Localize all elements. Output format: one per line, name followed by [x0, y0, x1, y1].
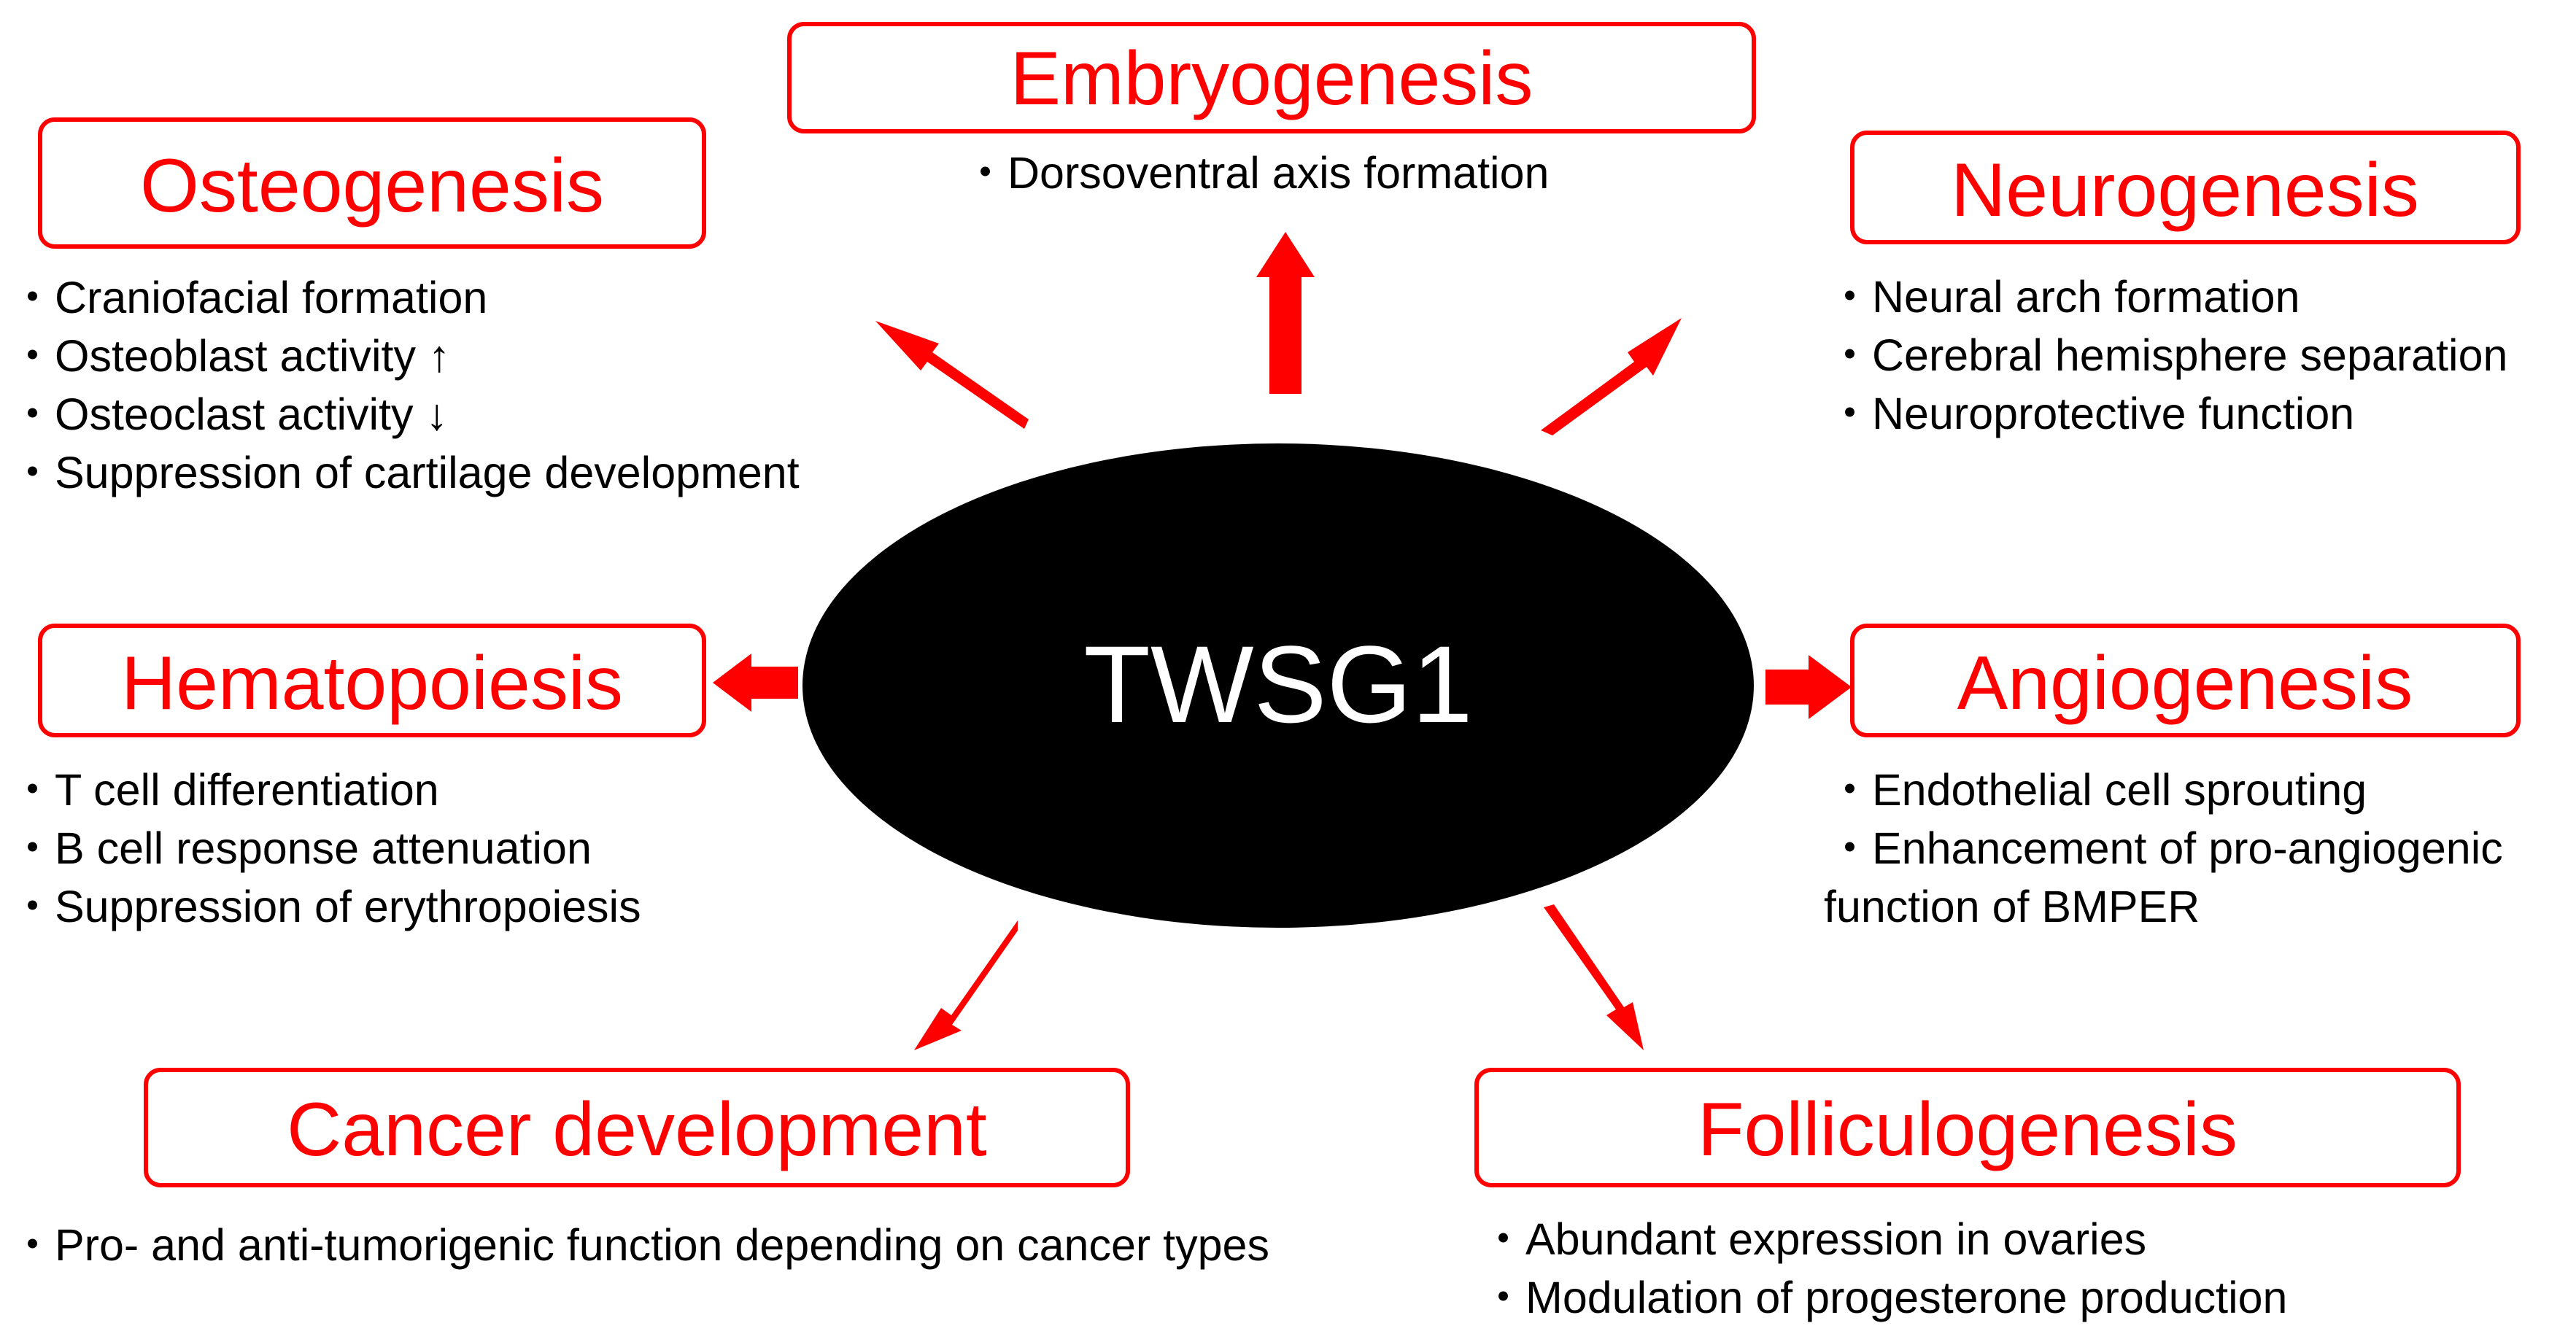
arrow-to-neurogenesis: [1541, 318, 1682, 435]
arrow-to-cancer: [914, 920, 1018, 1050]
box-folliculogenesis: Folliculogenesis ・Abundant expression in…: [1474, 1068, 2461, 1322]
angiogenesis-title: Angiogenesis: [1957, 641, 2413, 726]
osteogenesis-item: ・Craniofacial formation: [10, 273, 487, 322]
embryogenesis-item: ・Dorsoventral axis formation: [963, 148, 1549, 198]
arrow-to-angiogenesis: [1765, 655, 1852, 719]
hematopoiesis-item: ・B cell response attenuation: [10, 823, 592, 873]
arrow-to-folliculogenesis: [1544, 904, 1644, 1050]
hematopoiesis-title: Hematopoiesis: [121, 641, 623, 726]
folliculogenesis-item: ・Abundant expression in ovaries: [1481, 1214, 2146, 1264]
neurogenesis-item: ・Neural arch formation: [1827, 272, 2300, 322]
angiogenesis-frame: [1850, 624, 2521, 737]
osteogenesis-item: ・Suppression of cartilage development: [10, 448, 800, 497]
arrow-to-hematopoiesis: [713, 653, 798, 712]
center-label: TWSG1: [1083, 623, 1472, 745]
center-node: TWSG1: [802, 443, 1754, 928]
angiogenesis-item: ・Endothelial cell sprouting: [1827, 765, 2367, 815]
embryogenesis-title: Embryogenesis: [1010, 36, 1533, 121]
box-osteogenesis: Osteogenesis ・Craniofacial formation ・Os…: [10, 117, 800, 497]
box-embryogenesis: Embryogenesis ・Dorsoventral axis formati…: [787, 22, 1756, 198]
box-cancer-development: Cancer development ・Pro- and anti-tumori…: [10, 1068, 1269, 1270]
center-ellipse: [802, 443, 1754, 928]
folliculogenesis-item: ・Modulation of progesterone production: [1481, 1273, 2287, 1322]
hematopoiesis-item: ・T cell differentiation: [10, 765, 439, 815]
arrows: [713, 232, 1852, 1050]
arrow-to-embryogenesis: [1256, 232, 1315, 394]
osteogenesis-title: Osteogenesis: [140, 144, 604, 228]
angiogenesis-item: ・Enhancement of pro-angiogenic: [1827, 823, 2503, 873]
box-neurogenesis: Neurogenesis ・Neural arch formation ・Cer…: [1827, 131, 2521, 438]
hematopoiesis-frame: [38, 624, 706, 737]
cancer-item: ・Pro- and anti-tumorigenic function depe…: [10, 1220, 1269, 1270]
folliculogenesis-frame: [1474, 1068, 2461, 1187]
neurogenesis-item: ・Neuroprotective function: [1827, 389, 2354, 438]
neurogenesis-frame: [1850, 131, 2521, 244]
osteogenesis-item: ・Osteoclast activity ↓: [10, 389, 448, 439]
box-angiogenesis: Angiogenesis ・Endothelial cell sprouting…: [1824, 624, 2521, 931]
box-hematopoiesis: Hematopoiesis ・T cell differentiation ・B…: [10, 624, 706, 931]
arrow-to-osteogenesis: [875, 321, 1029, 429]
embryogenesis-frame: [787, 22, 1756, 133]
neurogenesis-item: ・Cerebral hemisphere separation: [1827, 330, 2507, 380]
cancer-frame: [144, 1068, 1130, 1187]
osteogenesis-item: ・Osteoblast activity ↑: [10, 331, 450, 381]
neurogenesis-title: Neurogenesis: [1951, 148, 2419, 233]
cancer-title: Cancer development: [287, 1087, 987, 1172]
folliculogenesis-title: Folliculogenesis: [1698, 1087, 2237, 1172]
osteogenesis-frame: [38, 117, 706, 249]
hematopoiesis-item: ・Suppression of erythropoiesis: [10, 882, 641, 931]
angiogenesis-item: function of BMPER: [1824, 882, 2200, 931]
